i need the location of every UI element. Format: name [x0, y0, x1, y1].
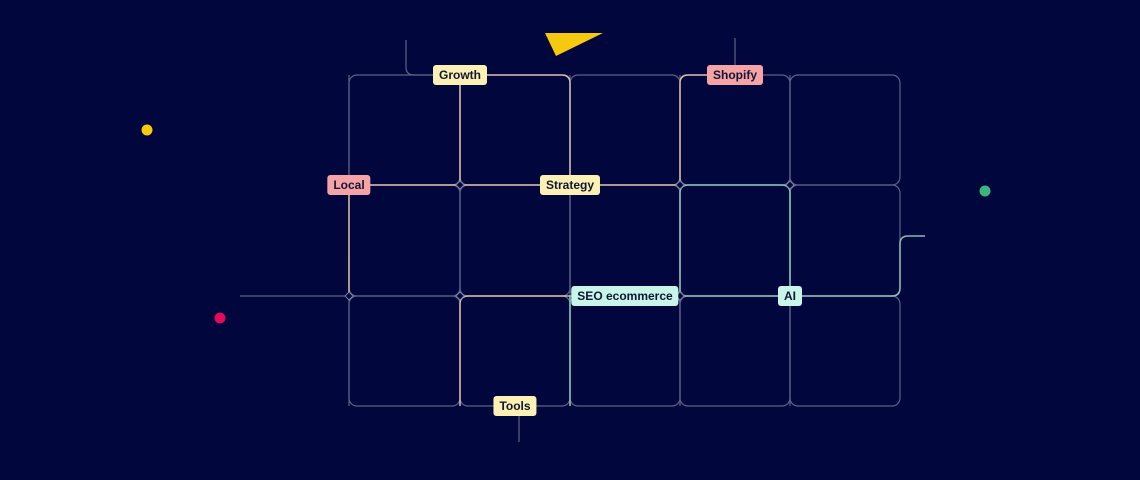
grid-cell	[569, 74, 681, 186]
highlight-path-teal	[569, 295, 790, 406]
tag-tools[interactable]: Tools	[493, 396, 537, 416]
tag-local[interactable]: Local	[327, 175, 371, 195]
grid-cell	[789, 295, 901, 407]
junction-node	[344, 291, 354, 301]
highlight-path-warm	[679, 74, 735, 185]
grid-cell	[679, 74, 791, 186]
highlight-path-teal	[790, 235, 925, 297]
grid-cell	[459, 295, 571, 407]
tag-label: AI	[784, 289, 796, 303]
grid-cell	[679, 184, 791, 297]
connector-line	[405, 40, 433, 76]
grid-cell	[679, 295, 791, 407]
tag-label: Strategy	[545, 178, 595, 192]
junction-node	[675, 180, 685, 190]
grid-cell	[348, 184, 461, 297]
tag-ai[interactable]: AI	[778, 286, 802, 306]
tag-label: Growth	[439, 68, 481, 82]
junction-node	[785, 180, 795, 190]
tag-label: SEO ecommerce	[577, 289, 673, 303]
highlight-path-warm	[459, 295, 570, 406]
highlight-path-teal	[679, 184, 791, 296]
tag-strategy[interactable]: Strategy	[539, 175, 601, 195]
grid-cell	[789, 184, 901, 297]
yellow-dot	[141, 124, 153, 136]
tag-label: Tools	[499, 399, 531, 413]
junction-node	[455, 291, 465, 301]
grid-cell	[569, 184, 681, 297]
green-dot	[979, 185, 991, 197]
grid-cell	[348, 295, 461, 407]
grid-cell	[348, 74, 461, 186]
grid-cell	[789, 74, 901, 186]
tag-label: Shopify	[713, 68, 757, 82]
pink-dot	[214, 312, 226, 324]
tag-shopify[interactable]: Shopify	[707, 65, 763, 85]
tag-growth[interactable]: Growth	[433, 65, 487, 85]
tag-seo-ecommerce[interactable]: SEO ecommerce	[571, 286, 679, 306]
highlight-path-warm	[459, 74, 571, 185]
yellow-triangle-shape	[545, 33, 603, 56]
tag-label: Local	[333, 178, 365, 192]
junction-node	[455, 180, 465, 190]
grid-cell	[459, 74, 571, 186]
grid-cell	[569, 295, 681, 407]
grid-cell	[459, 184, 571, 297]
